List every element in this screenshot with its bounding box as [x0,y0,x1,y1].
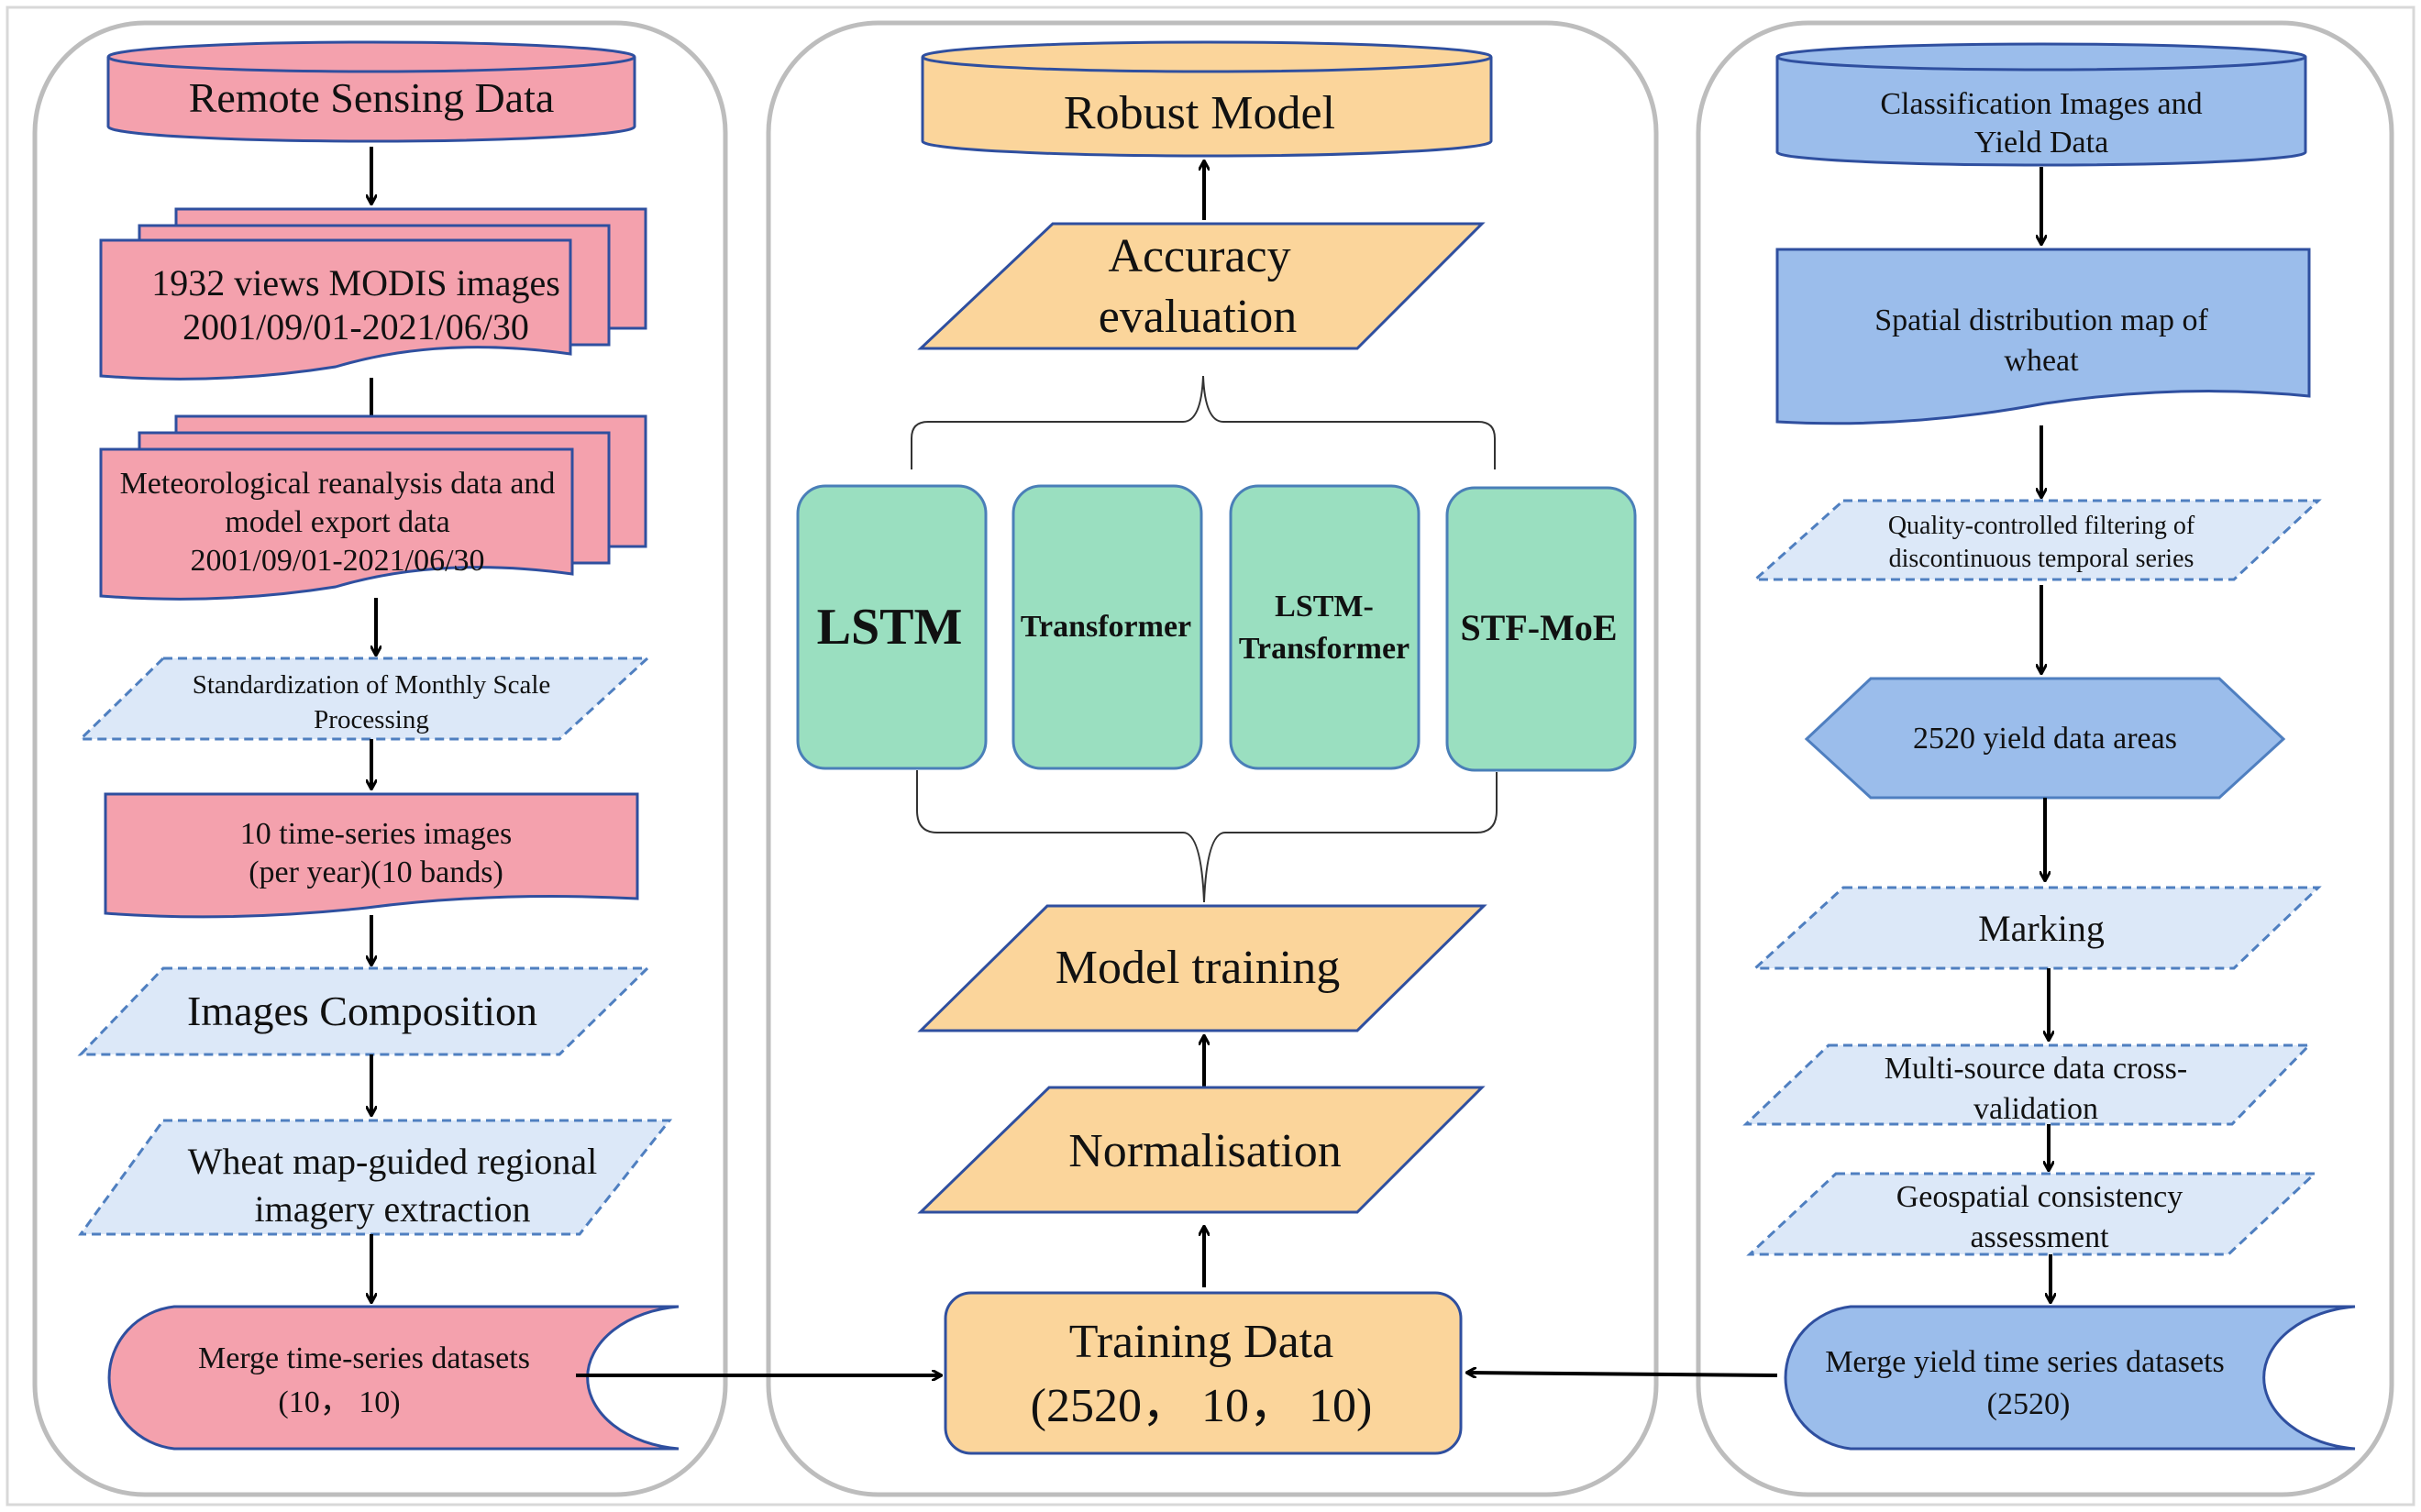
right-panel [1696,20,2394,1497]
geospatial-label-line1: Geospatial consistency [1896,1180,2183,1214]
accuracy-evaluation-node: Accuracy evaluation [917,222,1486,350]
robust-model-label: Robust Model [1064,87,1335,139]
model-training-node: Model training [917,904,1487,1032]
images-composition-node: Images Composition [77,966,651,1056]
training-data-label-line2: (2520， 10， 10) [1031,1380,1373,1432]
model-transformer-label: Transformer [1021,610,1191,644]
wheat-map-extraction-node: Wheat map-guided regional imagery extrac… [78,1119,673,1236]
modis-label-line2: 2001/09/01-2021/06/30 [182,306,529,348]
model-lstm-transformer-label-line2: Transformer [1239,632,1409,666]
arrow [1467,1373,1778,1375]
standardization-label-line1: Standardization of Monthly Scale [193,670,551,700]
modis-images-node: 1932 views MODIS images 2001/09/01-2021/… [99,207,647,381]
normalisation-node: Normalisation [917,1086,1486,1214]
model-stf-moe: STF-MoE [1445,486,1637,772]
model-lstm: LSTM [796,484,988,770]
marking-node: Marking [1752,886,2322,970]
timeseries-label-line2: (per year)(10 bands) [249,855,503,889]
quality-label-line1: Quality-controlled filtering of [1888,512,2195,540]
model-lstm-label: LSTM [817,599,963,656]
model-training-label: Model training [1056,942,1341,994]
model-lstm-transformer: LSTM- Transformer [1229,484,1421,770]
normalisation-label: Normalisation [1068,1125,1342,1177]
classification-label-line2: Yield Data [1974,126,2108,160]
classification-yield-node: Classification Images and Yield Data [1775,42,2307,167]
yield-data-areas-node: 2520 yield data areas [1804,677,2286,800]
multisource-validation-node: Multi-source data cross- validation [1742,1043,2313,1126]
spatial-distribution-node: Spatial distribution map of wheat [1775,248,2311,425]
merge-yield-label-line1: Merge yield time series datasets [1825,1345,2225,1379]
meteo-label-line2: model export data [225,505,449,539]
robust-model-node: Robust Model [921,40,1493,158]
model-lstm-transformer-label-line1: LSTM- [1275,590,1374,624]
training-data-node: Training Data (2520， 10， 10) [944,1291,1463,1455]
top-brace [911,375,1496,469]
spatial-label-line1: Spatial distribution map of [1874,304,2208,337]
merge-timeseries-label-line1: Merge time-series datasets [198,1341,530,1375]
model-stf-moe-label: STF-MoE [1460,607,1617,648]
standardization-label-line2: Processing [314,705,429,734]
geospatial-label-line2: assessment [1970,1220,2109,1254]
modis-label-line1: 1932 views MODIS images [151,262,560,304]
spatial-label-line2: wheat [2004,344,2079,378]
timeseries-images-node: 10 time-series images (per year)(10 band… [104,792,639,919]
middle-panel [766,20,1659,1497]
bottom-brace [916,770,1498,903]
merge-timeseries-label-line2: (10， 10) [278,1385,400,1419]
multisource-label-line1: Multi-source data cross- [1885,1052,2187,1086]
remote-sensing-data-node: Remote Sensing Data [106,40,636,143]
accuracy-label-line2: evaluation [1099,291,1298,343]
meteo-label-line3: 2001/09/01-2021/06/30 [190,544,484,578]
wheat-map-label-line2: imagery extraction [255,1188,531,1230]
accuracy-label-line1: Accuracy [1108,230,1290,282]
classification-label-line1: Classification Images and [1880,87,2202,121]
images-composition-label: Images Composition [187,988,537,1034]
remote-sensing-label: Remote Sensing Data [189,74,555,121]
meteorological-data-node: Meteorological reanalysis data and model… [99,414,647,601]
wheat-map-label-line1: Wheat map-guided regional [188,1141,597,1182]
training-data-label-line1: Training Data [1069,1316,1333,1368]
timeseries-label-line1: 10 time-series images [240,817,512,851]
quality-filtering-node: Quality-controlled filtering of disconti… [1752,499,2322,581]
quality-label-line2: discontinuous temporal series [1889,545,2194,573]
marking-label: Marking [1978,908,2105,949]
merge-timeseries-node: Merge time-series datasets (10， 10) [107,1305,680,1451]
geospatial-assessment-node: Geospatial consistency assessment [1746,1172,2318,1256]
yield-areas-label: 2520 yield data areas [1913,722,2177,756]
left-panel [32,20,728,1497]
model-transformer: Transformer [1012,484,1203,770]
meteo-label-line1: Meteorological reanalysis data and [120,467,556,501]
merge-yield-label-line2: (2520) [1987,1387,2071,1421]
standardization-node: Standardization of Monthly Scale Process… [77,657,651,741]
merge-yield-node: Merge yield time series datasets (2520) [1784,1305,2356,1451]
multisource-label-line2: validation [1973,1092,2098,1126]
